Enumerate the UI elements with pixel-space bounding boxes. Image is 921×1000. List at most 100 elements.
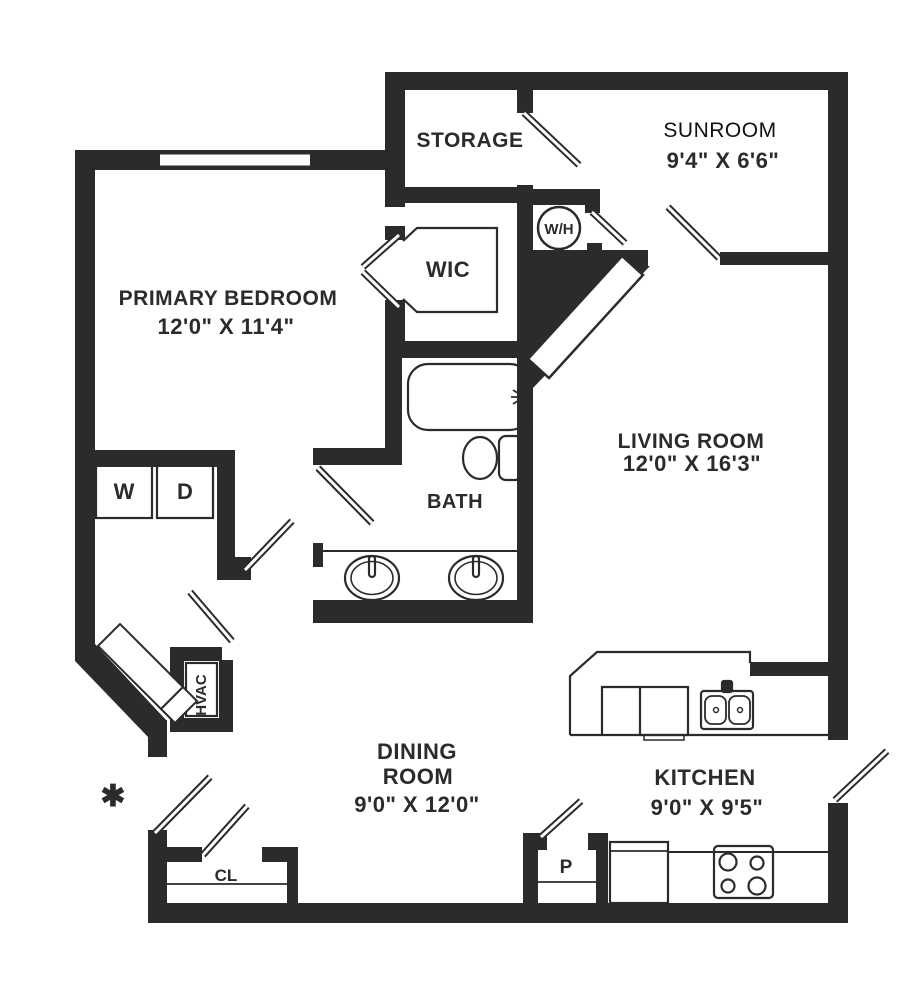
toilet-bowl (461, 435, 499, 481)
wall-segment (313, 600, 533, 623)
window-inner-line (160, 165, 310, 170)
dryer-box (155, 461, 215, 520)
faucet-icon (367, 554, 377, 579)
wall-segment (533, 189, 600, 205)
wall-segment (588, 833, 608, 850)
bedroom-door (242, 518, 295, 573)
wall-segment (523, 833, 538, 905)
wall-segment (750, 662, 828, 676)
wic-door-upper (360, 232, 402, 270)
kitchen-exterior-door (832, 748, 890, 803)
double-vanity (316, 550, 517, 602)
room-label-sunroom: SUNROOM (663, 119, 776, 142)
wall-segment (585, 189, 600, 213)
wall-segment (95, 450, 232, 467)
room-label-bath: BATH (427, 491, 483, 513)
washer-label: W (114, 479, 135, 504)
room-dims-living-room: 12'0" X 16'3" (623, 451, 761, 476)
wall-segment (587, 243, 602, 251)
walls (75, 72, 848, 923)
wall-segment (596, 850, 608, 905)
wall-segment (313, 543, 323, 567)
wall-segment (523, 833, 547, 850)
pantry-door (538, 798, 584, 840)
faucet-icon (471, 554, 481, 579)
wall-segment (148, 720, 167, 757)
pantry-label: P (560, 857, 573, 878)
room-label-kitchen: KITCHEN (654, 765, 755, 790)
entry-door-leaf (526, 254, 645, 380)
hvac-door (187, 589, 235, 644)
fixtures (94, 205, 828, 905)
wall-segment (167, 847, 202, 862)
bathtub (406, 362, 532, 432)
dryer-label: D (177, 479, 193, 504)
room-label-dining-line1: DINING (377, 739, 457, 764)
room-label-wic: WIC (426, 257, 470, 282)
wall-segment (385, 358, 402, 465)
room-label-water-heater: W/H (544, 221, 573, 238)
room-label-living-room: LIVING ROOM (618, 430, 765, 453)
toilet (461, 434, 524, 482)
bedroom-window (160, 150, 310, 170)
wall-segment (517, 90, 533, 113)
burner (718, 852, 738, 872)
water-heater-circle (536, 205, 582, 251)
room-dims-primary-bedroom: 12'0" X 11'4" (158, 314, 295, 339)
wall-segment (287, 847, 298, 917)
stove (712, 844, 775, 900)
refrigerator (608, 840, 670, 905)
wall-segment (148, 903, 848, 923)
wall-segment (310, 150, 385, 170)
dishwasher (638, 685, 690, 737)
wall-segment (170, 718, 233, 732)
tub-spout-icon (511, 389, 525, 405)
wall-segment (75, 150, 95, 646)
window-outer-line (160, 150, 310, 155)
wall-segment (385, 72, 848, 90)
wall-segment (313, 448, 402, 465)
kitchen-island (568, 650, 828, 741)
door-swings (152, 110, 890, 858)
toilet-tank (497, 434, 524, 482)
dishwasher-tab (643, 734, 685, 741)
room-label-primary-bedroom: PRIMARY BEDROOM (119, 287, 338, 310)
wall-segment (217, 450, 235, 580)
storage-door (521, 110, 582, 168)
closet-bifold-right (200, 803, 250, 858)
closet-label: CL (215, 866, 238, 885)
room-label-dining-line2: ROOM (383, 764, 453, 789)
sunroom-door (665, 204, 722, 261)
wall-segment (720, 252, 828, 265)
angled-counter (96, 622, 199, 725)
wall-segment (385, 341, 533, 358)
sunroom-label-highlight (672, 113, 769, 143)
kitchen-sink (699, 679, 755, 731)
room-dims-dining: 9'0" X 12'0" (354, 792, 479, 817)
wic-closet-outline (402, 226, 499, 314)
washer-box (94, 461, 154, 520)
sink-faucet-icon (720, 679, 734, 694)
room-label-storage: STORAGE (417, 129, 524, 152)
wall-segment (148, 830, 167, 923)
entry-door (526, 254, 650, 388)
burner (747, 876, 767, 896)
wall-segment (75, 150, 160, 170)
burner (720, 878, 736, 894)
hvac-label: HVAC (193, 674, 210, 716)
wall-segment-diagonal (75, 644, 167, 737)
water-heater-door (589, 209, 628, 246)
wall-segment (385, 72, 405, 207)
wall-segment (219, 660, 233, 732)
wall-segment (170, 647, 222, 661)
wall-segment (235, 557, 251, 580)
wic-door-lower (360, 269, 402, 310)
wall-segment (403, 187, 533, 203)
wall-segment (828, 803, 848, 923)
bath-door (315, 465, 375, 526)
note-marker-icon: ✱ (100, 780, 125, 813)
wall-segment (517, 185, 533, 623)
closet-bifold-left (152, 774, 213, 836)
